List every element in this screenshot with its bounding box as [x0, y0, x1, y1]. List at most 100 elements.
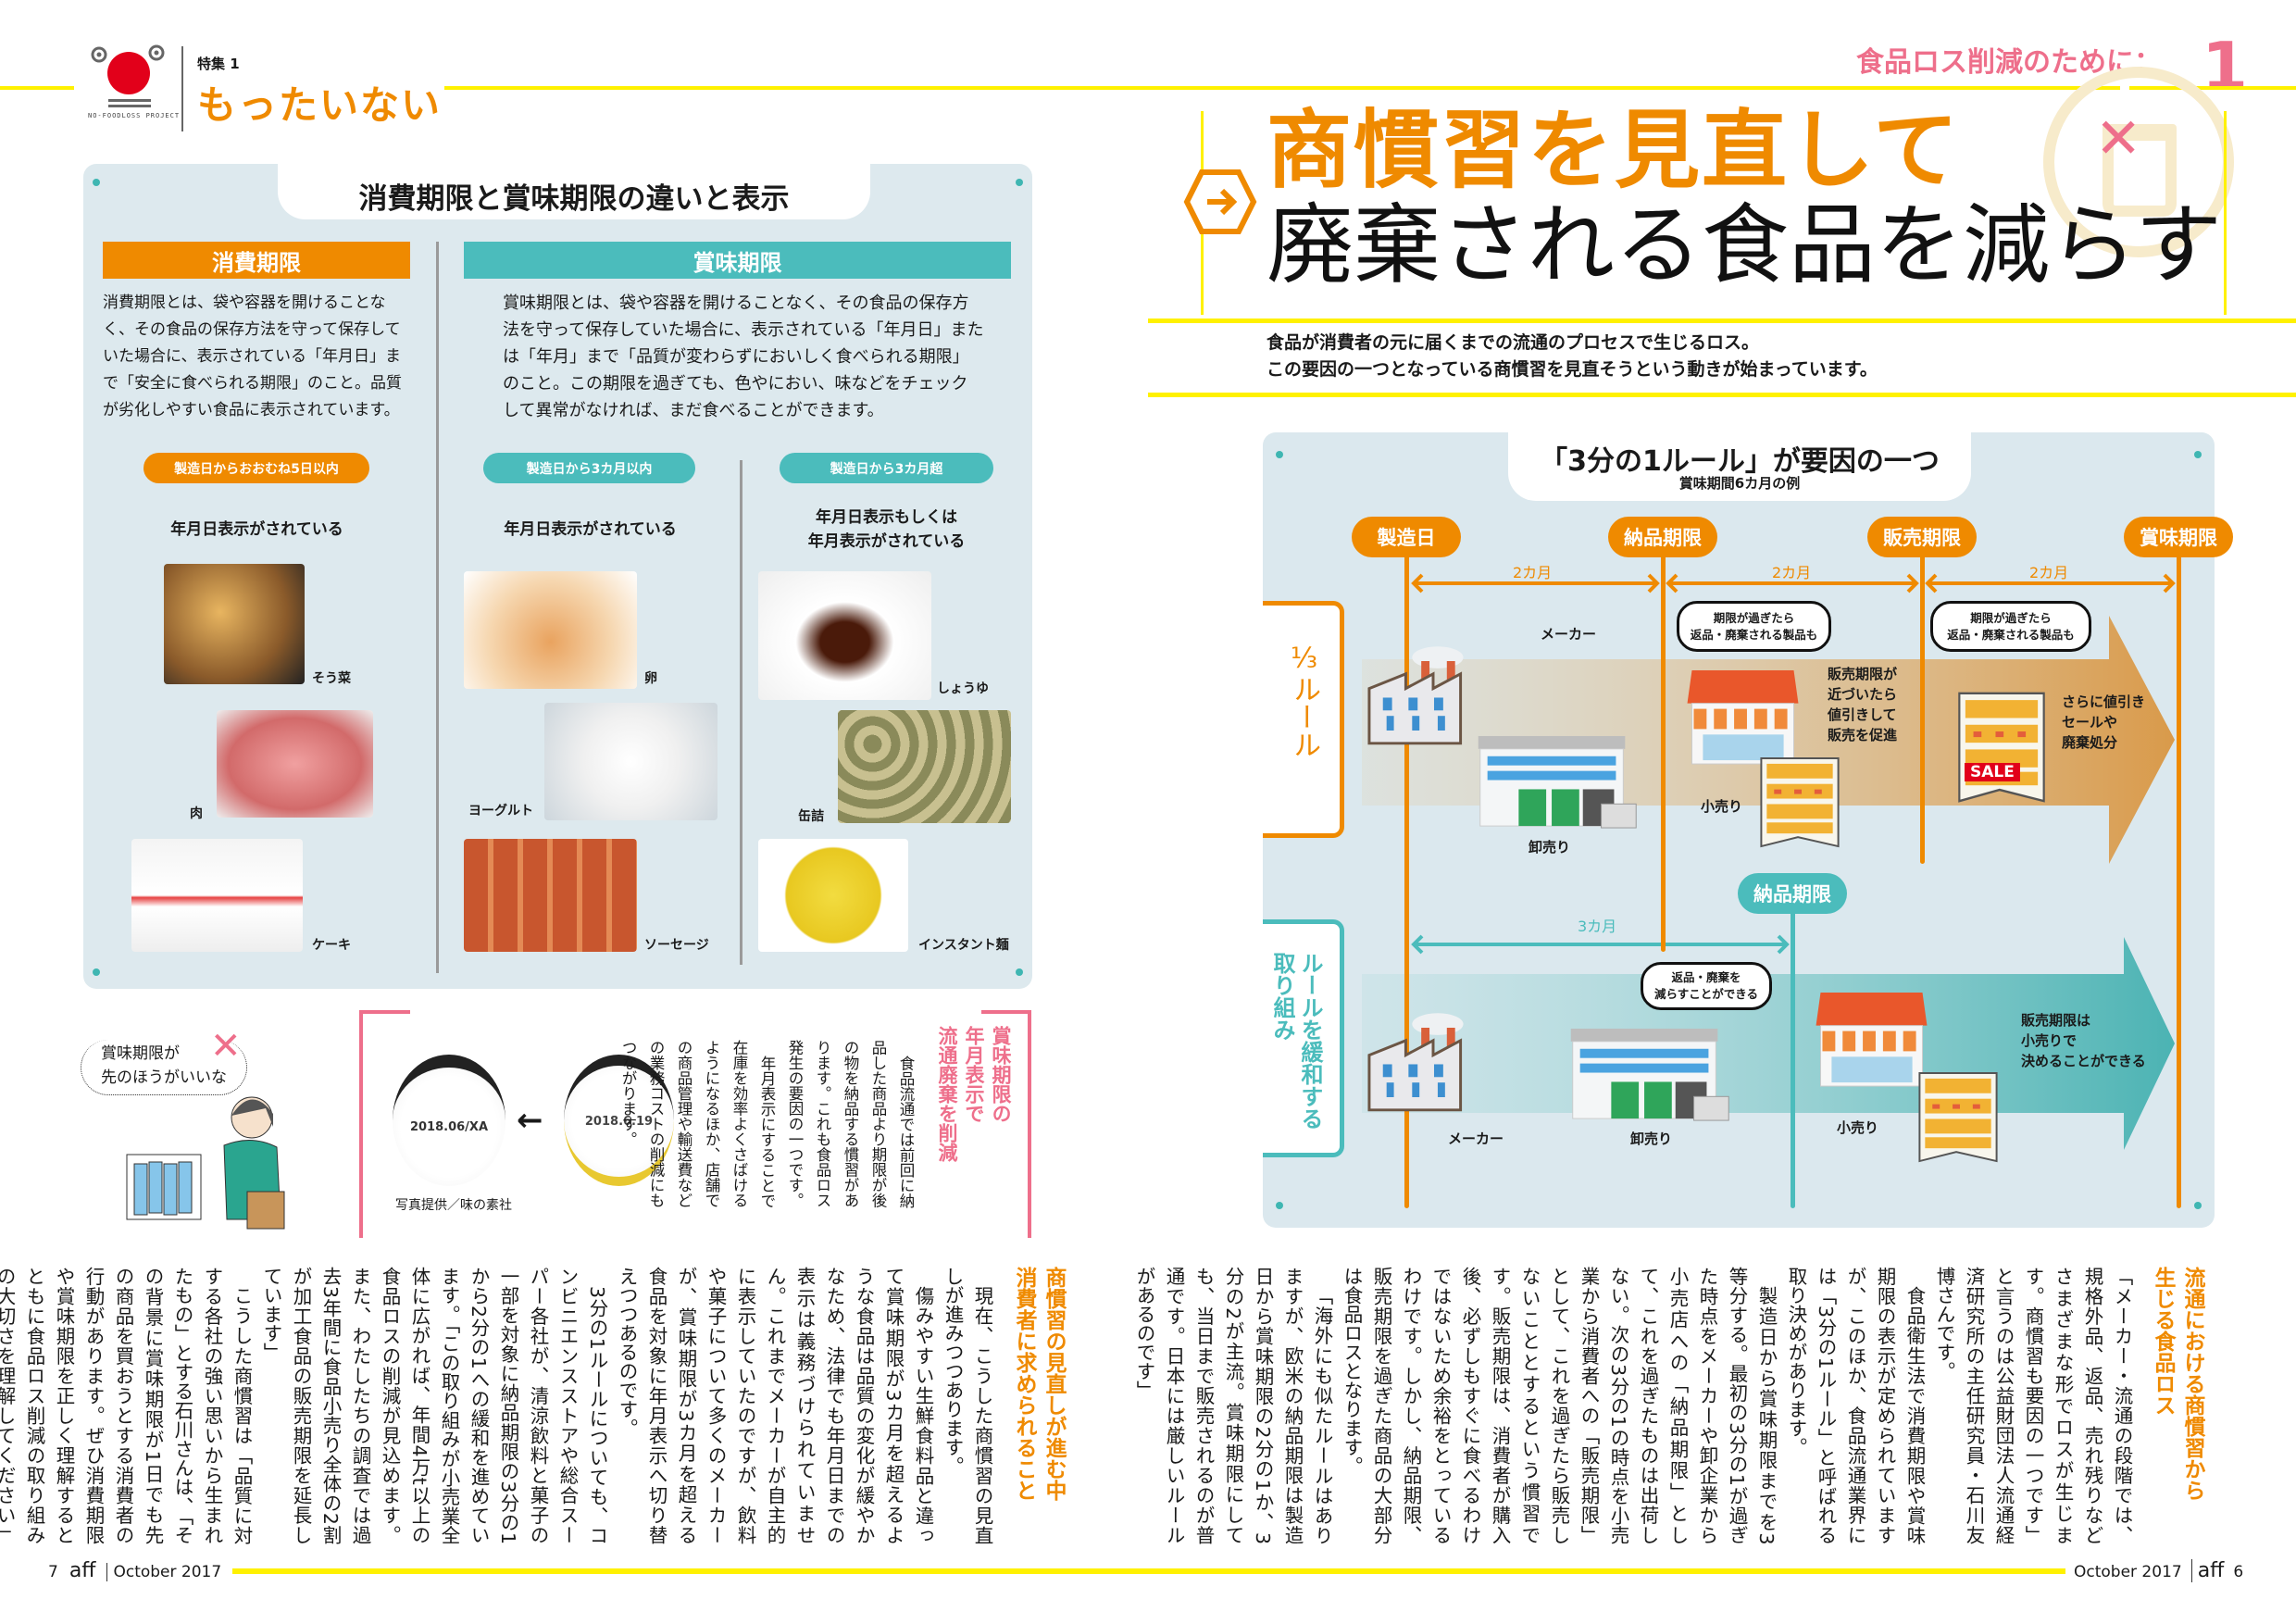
left-article-body: 現在、こうした商慣習の見直しが進みつつあります。 傷みやすい生鮮食料品と違って賞… — [0, 1267, 997, 1544]
right-article-body: 「メーカー・流通の段階では、規格外品、返品、売れ残りなどさまざまな形でロスが生じ… — [1133, 1267, 2137, 1544]
sidebar-heading: 賞味期限の 年月表示で 流通廃棄を削減 — [933, 1026, 1014, 1211]
over-display-note-1: 年月日表示もしくは — [816, 508, 957, 527]
left-footer: 7 aff October 2017 — [48, 1559, 221, 1582]
warehouse-icon — [1565, 1025, 1733, 1128]
cross-icon: ✕ — [2095, 106, 2142, 171]
best-before-header: 賞味期限 — [464, 242, 1011, 279]
side-dish-photo — [164, 564, 305, 684]
retail-note: 販売期限が 近づいたら 値引きして 販売を促進 — [1828, 664, 1897, 745]
corner-dot — [93, 968, 100, 976]
bubble-line: 期限が過ぎたら — [1713, 610, 1795, 625]
one-third-rule-diagram: 「3分の1ルール」が要因の一つ 賞味期間6カ月の例 製造日 納品期限 販売期限 … — [1263, 431, 2233, 1228]
thought-bubble — [81, 1040, 247, 1095]
note-line: 廃棄処分 — [2062, 734, 2118, 751]
note-line: 販売を促進 — [1828, 727, 1898, 743]
page-number: 6 — [2233, 1563, 2244, 1581]
speech-bubble: 期限が過ぎたら 返品・廃棄される製品も — [1677, 601, 1831, 652]
lead-line: 食品が消費者の元に届くまでの流通のプロセスで生じるロス。 — [1267, 332, 1760, 353]
relaxed-note: 販売期限は 小売りで 決めることができる — [2021, 1010, 2146, 1071]
interval-arrows — [1411, 573, 2176, 593]
paragraph: 食品流通では前回に納品した商品より期限が後の物を納品する慣習があります。これも食… — [786, 1040, 915, 1208]
shelf-icon — [1915, 1069, 2001, 1165]
final-note: さらに値引き セールや 廃棄処分 — [2062, 692, 2145, 753]
heading-line: 流通廃棄を削減 — [936, 1026, 958, 1162]
label-canned-food: 缶詰 — [798, 809, 824, 824]
timeline-line — [1661, 543, 1666, 952]
magazine-brand: aff — [69, 1559, 96, 1582]
yellow-rule — [1148, 393, 2296, 397]
bubble-line: 減らすことができる — [1653, 987, 1758, 1001]
bubble-line: 返品・廃棄を — [1671, 970, 1741, 984]
milestone-delivery: 納品期限 — [1608, 517, 1717, 557]
paragraph: 現在、こうした商慣習の見直しが進みつつあります。 — [942, 1267, 993, 1544]
expiry-infobox: 消費期限と賞味期限の違いと表示 消費期限 賞味期限 消費期限とは、袋や容器を開け… — [83, 160, 1032, 989]
speech-line: 賞味期限が — [101, 1044, 180, 1063]
sausage-photo — [464, 839, 637, 952]
cross-icon: ✕ — [210, 1025, 242, 1068]
label-maker: メーカー — [1448, 1131, 1504, 1147]
note-line: 販売期限が — [1828, 666, 1898, 682]
interval-label: 2カ月 — [1513, 564, 1553, 581]
milestone-relaxed-delivery: 納品期限 — [1738, 873, 1847, 914]
note-line: 販売期限は — [2021, 1012, 2091, 1029]
heading-line: 消費者に求められること — [1012, 1267, 1036, 1501]
arrow-left-icon: ← — [517, 1102, 543, 1139]
egg-photo — [464, 571, 637, 689]
relaxed-interval-arrow — [1411, 934, 1790, 955]
paragraph: 「メーカー・流通の段階では、規格外品、返品、売れ残りなどさまざまな形でロスが生じ… — [1933, 1267, 2133, 1544]
heading-line: 年月表示で — [963, 1026, 985, 1123]
yogurt-photo — [544, 703, 718, 820]
paragraph: 傷みやすい生鮮食料品と違って賞味期限が3カ月を超えるような食品は品質の変化が緩や… — [616, 1267, 934, 1544]
paragraph: 食品衛生法で消費期限や賞味期限の表示が定められていますが、このほか、食品流通業界… — [1785, 1267, 1926, 1544]
corner-dot — [1016, 968, 1023, 976]
note-line: さらに値引き — [2062, 693, 2146, 710]
shop-icon — [1813, 989, 1930, 1092]
label-wholesale: 卸売り — [1630, 1131, 1673, 1147]
sale-shelf-icon: SALE — [1955, 689, 2048, 806]
use-by-pill: 製造日からおおむね5日以内 — [144, 453, 369, 483]
column-divider — [740, 460, 742, 965]
canned-food-photo — [838, 710, 1011, 823]
corner-dot — [2194, 451, 2202, 458]
heading-line: 賞味期限の — [990, 1026, 1012, 1123]
note-line: 近づいたら — [1828, 686, 1898, 703]
instant-noodle-photo — [758, 839, 908, 952]
lead-line: この要因の一つとなっている商慣習を見直そうという動きが始まっています。 — [1267, 359, 1878, 380]
yellow-rule — [2129, 86, 2296, 90]
bubble-line: 返品・廃棄される製品も — [1947, 627, 2075, 642]
warehouse-icon — [1472, 732, 1641, 835]
note-line: 小売りで — [2021, 1032, 2078, 1049]
column-divider — [436, 242, 439, 973]
meat-photo — [217, 710, 373, 818]
right-article-heading: 流通における商慣習から 生じる食品ロス — [2148, 1267, 2207, 1544]
label-cake: ケーキ — [312, 938, 351, 953]
use-by-description: 消費期限とは、袋や容器を開けることなく、その食品の保存方法を守って保存していた場… — [103, 294, 402, 419]
use-by-display-note: 年月日表示がされている — [170, 520, 343, 539]
no-foodloss-logo: NO-FOODLOSS PROJECT — [88, 44, 181, 136]
relaxed-rule-label: ルールを緩和する 取り組み — [1268, 952, 1324, 1130]
label-wholesale: 卸売り — [1529, 839, 1571, 856]
relaxed-rule-box: ルールを緩和する 取り組み — [1263, 919, 1344, 1157]
yellow-rule — [1148, 319, 2296, 323]
logo-caption: NO-FOODLOSS PROJECT — [88, 112, 181, 119]
label-retail: 小売り — [1837, 1119, 1879, 1136]
title-tab — [1508, 431, 1971, 501]
logo-face-icon — [91, 44, 165, 107]
corner-dot — [2194, 1202, 2202, 1209]
shelf-icon — [1757, 755, 1842, 850]
pink-bracket — [1028, 1010, 1031, 1238]
label-instant-noodle: インスタント麺 — [918, 938, 1009, 953]
footer-rule — [232, 1568, 2065, 1574]
corner-dot — [1276, 1202, 1283, 1209]
speech-text: 賞味期限が 先のほうがいいな — [101, 1042, 227, 1090]
corner-dot — [1276, 451, 1283, 458]
bubble-line: 返品・廃棄される製品も — [1690, 627, 1818, 642]
best-before-description: 賞味期限とは、袋や容器を開けることなく、その食品の保存方法を守って保存していた場… — [503, 294, 984, 420]
diagram-subtitle: 賞味期間6カ月の例 — [1678, 475, 1801, 492]
label-retail: 小売り — [1701, 798, 1743, 815]
label-soy-sauce: しょうゆ — [937, 681, 989, 696]
label-line: ルールを緩和する — [1297, 952, 1323, 1130]
date-before-photo: 2018.6.19 — [564, 1055, 674, 1186]
heading-line: 生じる食品ロス — [2151, 1267, 2175, 1416]
paragraph: 製造日から賞味期限までを3等分する。最初の3分の1が過ぎた時点をメーカーや卸企業… — [1341, 1267, 1778, 1544]
